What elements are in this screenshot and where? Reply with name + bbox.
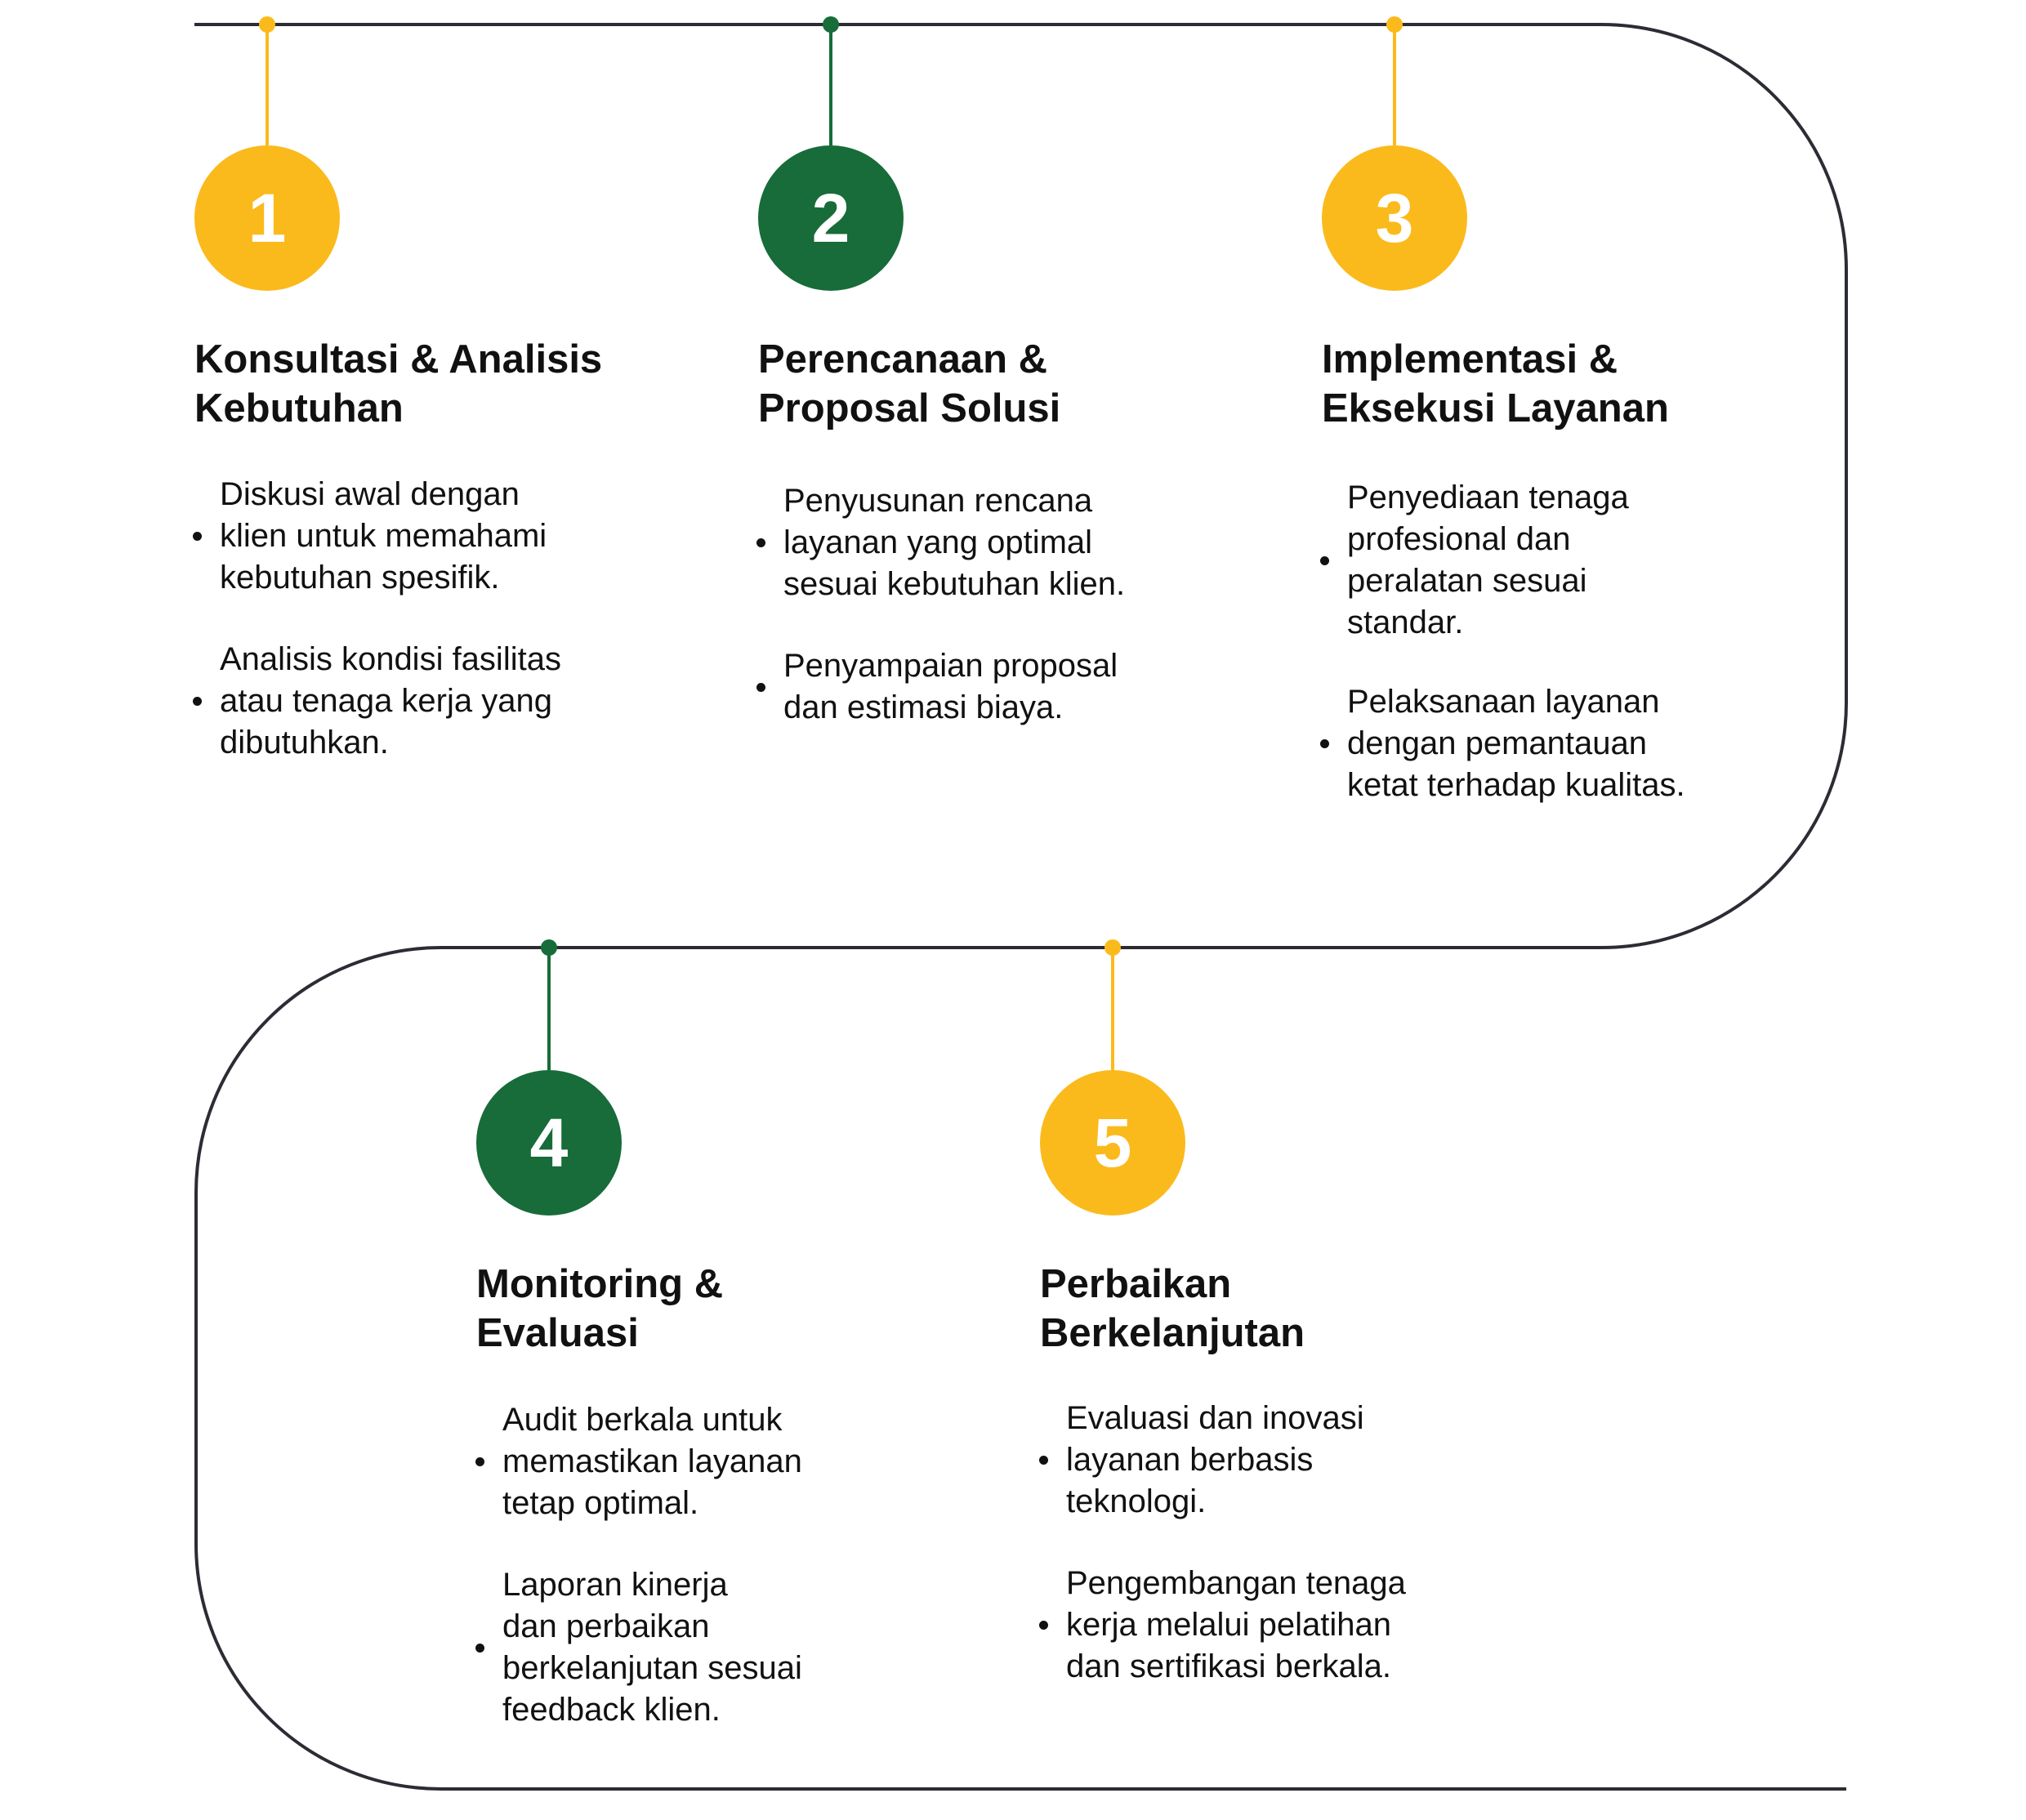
bullet-text-line: klien untuk memahami	[220, 518, 547, 554]
bullet-text-line: Diskusi awal dengan	[220, 476, 520, 512]
step-number-badge: 3	[1322, 145, 1467, 291]
step-bullet-item: Penyusunan rencana layanan yang optimal se…	[756, 480, 1125, 605]
step-connector-dot	[1386, 16, 1403, 33]
step-bullet-item: Penyediaan tenaga profesional dan peralata…	[1320, 477, 1629, 644]
step-connector-dot	[259, 16, 275, 33]
bullet-text-line: kebutuhan spesifik.	[220, 560, 500, 596]
bullet-text-line: tetap optimal.	[502, 1485, 699, 1521]
bullet-dot-icon	[193, 697, 202, 706]
step-title: Implementasi & Eksekusi Layanan	[1322, 335, 1828, 433]
step-bullet-item: Pelaksanaan layanan dengan pemantauan keta…	[1320, 681, 1685, 806]
bullet-text-line: Pelaksanaan layanan	[1347, 684, 1660, 720]
bullet-text-line: Penyediaan tenaga	[1347, 480, 1629, 515]
bullet-text-line: dan sertifikasi berkala.	[1066, 1648, 1391, 1684]
timeline-path	[194, 23, 1848, 1791]
step-number-badge: 2	[758, 145, 904, 291]
step-number-badge: 1	[194, 145, 340, 291]
bullet-dot-icon	[756, 682, 765, 692]
bullet-dot-icon	[1320, 739, 1329, 748]
bullet-text-line: Analisis kondisi fasilitas	[220, 641, 561, 677]
bullet-text-line: teknologi.	[1066, 1483, 1207, 1519]
bullet-text-line: Pengembangan tenaga	[1066, 1565, 1406, 1601]
step-bullet-item: Pengembangan tenaga kerja melalui pelatih…	[1039, 1563, 1406, 1688]
step-title-line: Kebutuhan	[194, 386, 404, 430]
bullet-text-line: ketat terhadap kualitas.	[1347, 767, 1685, 803]
step-title-line: Perencanaan &	[758, 337, 1048, 381]
step-title-line: Perbaikan	[1040, 1262, 1232, 1306]
bullet-text-line: dan perbaikan	[502, 1608, 710, 1644]
step-title-line: Konsultasi & Analisis	[194, 337, 603, 381]
bullet-text-line: dan estimasi biaya.	[783, 689, 1064, 725]
bullet-text-line: kerja melalui pelatihan	[1066, 1607, 1392, 1643]
bullet-text-line: layanan yang optimal	[783, 524, 1093, 560]
bullet-dot-icon	[756, 538, 765, 547]
bullet-text-line: layanan berbasis	[1066, 1442, 1314, 1478]
bullet-text-line: Laporan kinerja	[502, 1567, 728, 1603]
step-number-badge: 4	[476, 1070, 622, 1216]
step-title: Perencanaan & Proposal Solusi	[758, 335, 1265, 433]
step-bullet-item: Diskusi awal dengan klien untuk memahami k…	[193, 474, 547, 599]
step-title-line: Proposal Solusi	[758, 386, 1061, 430]
bullet-text-line: dengan pemantauan	[1347, 725, 1647, 761]
step-title-line: Implementasi &	[1322, 337, 1618, 381]
step-number-badge: 5	[1040, 1070, 1185, 1216]
step-bullet-item: Audit berkala untuk memastikan layanan tet…	[475, 1399, 802, 1524]
bullet-text-line: standar.	[1347, 604, 1464, 640]
step-bullet-item: Penyampaian proposal dan estimasi biaya.	[756, 645, 1118, 729]
bullet-text-line: Penyusunan rencana	[783, 483, 1093, 519]
bullet-dot-icon	[475, 1643, 484, 1653]
step-bullet-item: Evaluasi dan inovasi layanan berbasis tekn…	[1039, 1398, 1364, 1523]
step-title-line: Berkelanjutan	[1040, 1311, 1305, 1355]
bullet-dot-icon	[193, 532, 202, 541]
bullet-text-line: Evaluasi dan inovasi	[1066, 1400, 1364, 1436]
bullet-text-line: profesional dan	[1347, 521, 1571, 557]
bullet-text-line: Penyampaian proposal	[783, 648, 1118, 684]
bullet-text-line: peralatan sesuai	[1347, 563, 1587, 599]
bullet-dot-icon	[1039, 1621, 1048, 1630]
bullet-text-line: sesuai kebutuhan klien.	[783, 566, 1126, 602]
step-connector-dot	[541, 939, 557, 956]
bullet-text-line: memastikan layanan	[502, 1443, 802, 1479]
bullet-dot-icon	[1039, 1456, 1048, 1465]
bullet-text-line: berkelanjutan sesuai	[502, 1650, 802, 1686]
bullet-text-line: dibutuhkan.	[220, 725, 389, 761]
bullet-dot-icon	[1320, 555, 1329, 565]
step-bullet-item: Analisis kondisi fasilitas atau tenaga ke…	[193, 639, 561, 764]
bullet-text-line: feedback klien.	[502, 1692, 721, 1728]
bullet-text-line: Audit berkala untuk	[502, 1402, 783, 1438]
step-connector-dot	[1104, 939, 1121, 956]
step-connector-dot	[823, 16, 839, 33]
step-title-line: Eksekusi Layanan	[1322, 386, 1669, 430]
step-bullet-item: Laporan kinerja dan perbaikan berkelanjuta…	[475, 1564, 802, 1731]
step-title-line: Monitoring &	[476, 1262, 724, 1306]
bullet-dot-icon	[475, 1457, 484, 1466]
bullet-text-line: atau tenaga kerja yang	[220, 683, 552, 719]
step-title: Monitoring & Evaluasi	[476, 1260, 983, 1358]
step-title-line: Evaluasi	[476, 1311, 639, 1355]
